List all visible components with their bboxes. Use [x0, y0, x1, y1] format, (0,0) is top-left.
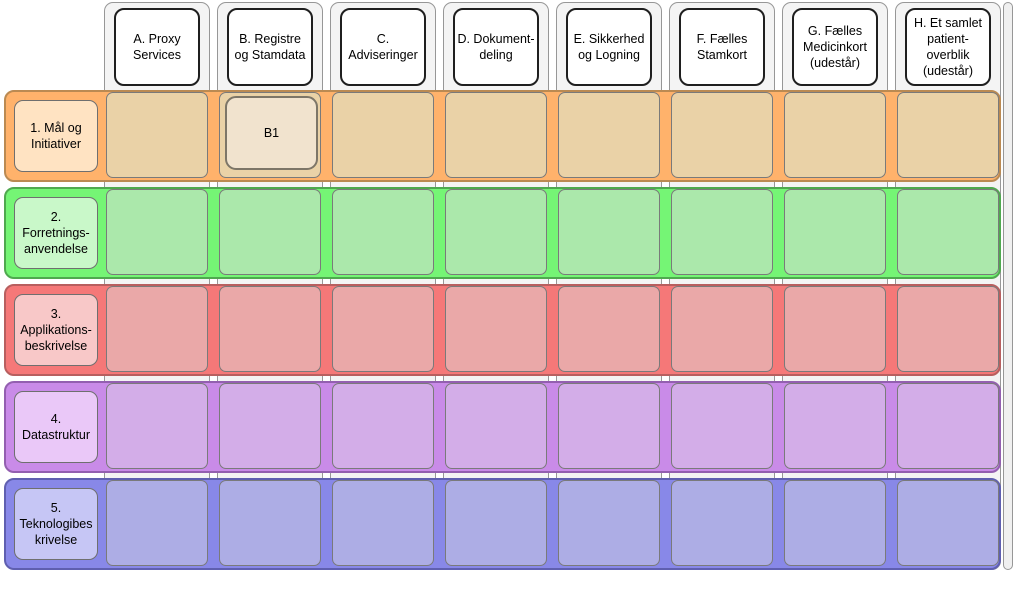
cell-4-h — [897, 383, 999, 469]
column-header-h[interactable]: H. Et samlet patient-overblik (udestår) — [905, 8, 991, 86]
cell-5-f — [671, 480, 773, 566]
cell-2-g — [784, 189, 886, 275]
cell-1-h — [897, 92, 999, 178]
column-header-h-label: H. Et samlet patient-overblik (udestår) — [913, 16, 983, 78]
column-header-e[interactable]: E. Sikkerhed og Logning — [566, 8, 652, 86]
cell-1-b: B1 — [219, 92, 321, 178]
cell-1-g — [784, 92, 886, 178]
cell-4-e — [558, 383, 660, 469]
empty-column-lane — [1003, 2, 1013, 570]
cell-4-d — [445, 383, 547, 469]
row-header-3[interactable]: 3. Applikations-beskrivelse — [14, 294, 98, 366]
row-header-2-label: 2. Forretnings-anvendelse — [22, 210, 90, 256]
cell-2-e — [558, 189, 660, 275]
row-header-3-label: 3. Applikations-beskrivelse — [20, 307, 92, 353]
cell-3-f — [671, 286, 773, 372]
cell-3-c — [332, 286, 434, 372]
column-header-e-label: E. Sikkerhed og Logning — [573, 32, 645, 62]
cell-5-e — [558, 480, 660, 566]
cell-1-c — [332, 92, 434, 178]
column-header-b[interactable]: B. Registre og Stamdata — [227, 8, 313, 86]
row-header-4[interactable]: 4. Datastruktur — [14, 391, 98, 463]
cell-3-g — [784, 286, 886, 372]
cell-5-a — [106, 480, 208, 566]
column-header-d[interactable]: D. Dokument-deling — [453, 8, 539, 86]
cell-4-a — [106, 383, 208, 469]
cell-5-d — [445, 480, 547, 566]
cell-3-d — [445, 286, 547, 372]
cell-5-b — [219, 480, 321, 566]
row-header-5-label: 5. Teknologibes krivelse — [19, 501, 93, 547]
cell-5-h — [897, 480, 999, 566]
cell-1-a — [106, 92, 208, 178]
cell-2-a — [106, 189, 208, 275]
cell-2-h — [897, 189, 999, 275]
row-band-1: 1. Mål og Initiativer B1 — [4, 90, 1001, 182]
row-band-2: 2. Forretnings-anvendelse — [4, 187, 1001, 279]
cell-1-d — [445, 92, 547, 178]
row-header-4-label: 4. Datastruktur — [21, 412, 91, 442]
row-header-2[interactable]: 2. Forretnings-anvendelse — [14, 197, 98, 269]
column-header-g-label: G. Fælles Medicinkort (udestår) — [803, 24, 867, 70]
cell-2-b — [219, 189, 321, 275]
row-header-1[interactable]: 1. Mål og Initiativer — [14, 100, 98, 172]
cell-3-h — [897, 286, 999, 372]
cell-4-g — [784, 383, 886, 469]
column-header-a[interactable]: A. Proxy Services — [114, 8, 200, 86]
column-header-g[interactable]: G. Fælles Medicinkort (udestår) — [792, 8, 878, 86]
column-header-c[interactable]: C. Adviseringer — [340, 8, 426, 86]
cell-1-e — [558, 92, 660, 178]
node-b1[interactable]: B1 — [225, 96, 318, 170]
column-header-f[interactable]: F. Fælles Stamkort — [679, 8, 765, 86]
row-band-4: 4. Datastruktur — [4, 381, 1001, 473]
cell-2-c — [332, 189, 434, 275]
cell-5-c — [332, 480, 434, 566]
cell-2-d — [445, 189, 547, 275]
column-header-d-label: D. Dokument-deling — [457, 32, 535, 62]
row-header-1-label: 1. Mål og Initiativer — [30, 121, 82, 151]
column-header-c-label: C. Adviseringer — [348, 32, 418, 62]
cell-3-e — [558, 286, 660, 372]
row-header-5[interactable]: 5. Teknologibes krivelse — [14, 488, 98, 560]
cell-3-a — [106, 286, 208, 372]
node-b1-label: B1 — [263, 126, 280, 140]
cell-5-g — [784, 480, 886, 566]
column-header-b-label: B. Registre og Stamdata — [234, 32, 306, 62]
cell-4-b — [219, 383, 321, 469]
column-header-a-label: A. Proxy Services — [133, 32, 181, 62]
cell-2-f — [671, 189, 773, 275]
column-header-f-label: F. Fælles Stamkort — [696, 32, 748, 62]
cell-1-f — [671, 92, 773, 178]
cell-3-b — [219, 286, 321, 372]
row-band-5: 5. Teknologibes krivelse — [4, 478, 1001, 570]
row-band-3: 3. Applikations-beskrivelse — [4, 284, 1001, 376]
cell-4-f — [671, 383, 773, 469]
cell-4-c — [332, 383, 434, 469]
